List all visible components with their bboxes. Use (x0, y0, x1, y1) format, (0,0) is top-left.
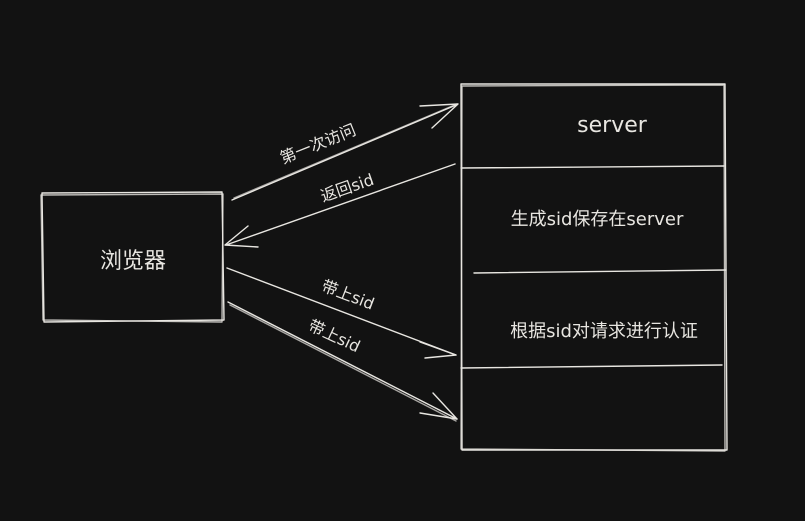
server-divider-1 (460, 165, 725, 169)
edge-with-sid-1-label: 带上sid (319, 276, 377, 313)
edge-return-sid-label: 返回sid (318, 170, 376, 206)
edge-with-sid-2-arrowhead (419, 392, 458, 420)
edge-first-visit-arrowhead (419, 103, 459, 129)
browser-label: 浏览器 (100, 249, 166, 274)
server-divider-2 (473, 269, 727, 274)
server-divider-3 (460, 364, 723, 369)
edge-return-sid-arrowhead (224, 225, 259, 248)
edge-with-sid-2-label: 带上sid (305, 316, 363, 356)
browser-node: 浏览器 (40, 191, 225, 323)
server-section-title: server (577, 113, 648, 138)
server-stack: server 生成sid保存在server 根据sid对请求进行认证 (460, 83, 728, 452)
edge-with-sid-2: 带上sid (227, 301, 458, 422)
edge-with-sid-1-arrowhead (419, 341, 457, 359)
server-section-store-sid: 生成sid保存在server (511, 209, 684, 230)
server-section-auth: 根据sid对请求进行认证 (510, 321, 698, 342)
edge-first-visit-label: 第一次访问 (277, 120, 358, 168)
edge-return-sid: 返回sid (224, 163, 456, 248)
